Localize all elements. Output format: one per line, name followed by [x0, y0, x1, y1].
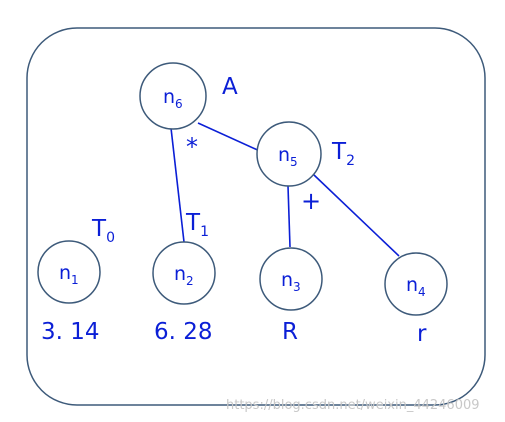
node-n3: n3 [259, 247, 323, 311]
node-n6-label: n6 [163, 86, 183, 111]
node-n6: n6 [139, 62, 207, 130]
label-T0: T0 [91, 216, 115, 246]
operator-add: + [301, 187, 321, 215]
diagram-frame [26, 27, 486, 406]
value-n2: 6. 28 [154, 319, 213, 345]
node-n2-label: n2 [174, 263, 194, 288]
node-n2-circle [152, 241, 216, 305]
label-A: A [222, 74, 238, 100]
node-n4: n4 [384, 252, 448, 316]
operator-multiply: * [186, 133, 198, 161]
edge-n6-n2 [170, 127, 185, 243]
label-T1: T1 [185, 210, 209, 240]
edge-n5-n4 [313, 174, 400, 257]
node-n1-circle [37, 240, 101, 304]
node-n5-circle [256, 121, 322, 187]
value-n4: r [417, 321, 427, 347]
node-n5: n5 [256, 121, 322, 187]
node-n1-label: n1 [59, 262, 79, 287]
edge-n5-n3 [287, 185, 291, 248]
value-n1: 3. 14 [41, 319, 100, 345]
value-n3: R [282, 319, 298, 345]
node-n3-circle [259, 247, 323, 311]
node-n1: n1 [37, 240, 101, 304]
watermark-url: https://blog.csdn.net/weixin_44246009 [226, 398, 480, 413]
node-n4-circle [384, 252, 448, 316]
node-n2: n2 [152, 241, 216, 305]
label-T2: T2 [331, 139, 355, 169]
node-n5-label: n5 [278, 144, 298, 169]
node-n4-label: n4 [406, 274, 426, 299]
edge-n6-n5 [197, 122, 263, 153]
node-n3-label: n3 [281, 269, 301, 294]
node-n6-circle [139, 62, 207, 130]
